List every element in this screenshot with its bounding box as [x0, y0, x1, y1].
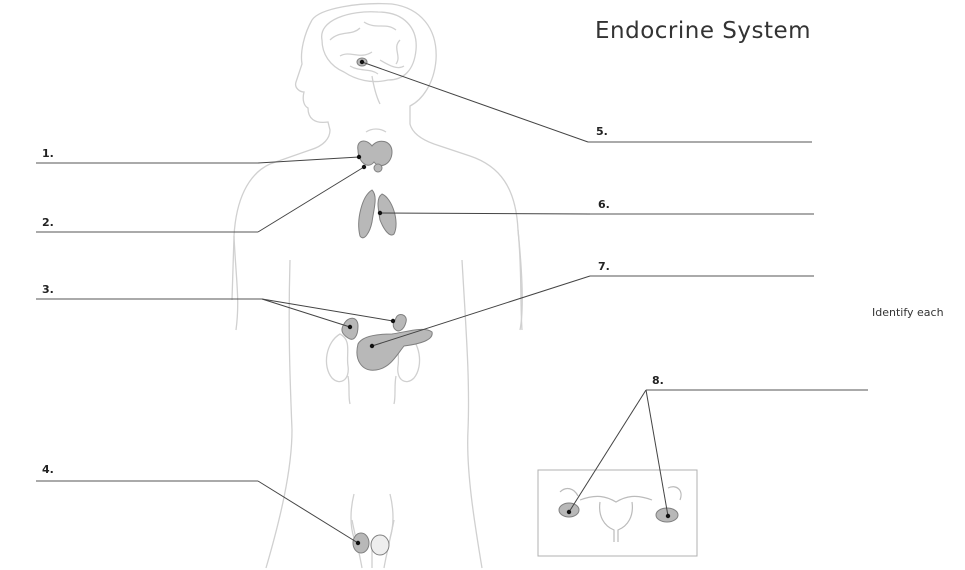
diagram-title: Endocrine System — [595, 18, 812, 44]
label-number-2: 2. — [42, 216, 54, 229]
larynx — [365, 128, 387, 133]
leader-5 — [361, 61, 589, 143]
answer-lines — [36, 141, 868, 482]
leader-2 — [257, 166, 365, 233]
left-arm-inner — [233, 235, 239, 331]
right-arm-inner — [517, 229, 523, 331]
label-number-4: 4. — [42, 463, 54, 476]
leader-8a — [568, 389, 647, 513]
leader-lines — [257, 61, 669, 544]
label-number-5: 5. — [596, 125, 608, 138]
body-outline — [231, 2, 523, 569]
dot-8b — [665, 513, 671, 519]
glands — [341, 57, 433, 556]
label-number-8: 8. — [652, 374, 664, 387]
genital-outline — [350, 493, 394, 539]
pointer-dots — [347, 59, 671, 546]
dot-5 — [359, 59, 365, 65]
ovary-inset — [537, 469, 698, 557]
right-adrenal-gland — [392, 314, 407, 332]
fimbriae — [559, 486, 682, 501]
right-testis — [370, 534, 390, 556]
brain-outline — [321, 11, 417, 83]
dot-3b — [390, 318, 396, 324]
leader-3b — [261, 298, 394, 322]
dot-8a — [566, 509, 572, 515]
body-left-contour — [231, 19, 331, 301]
thymus-right-lobe — [377, 193, 397, 236]
ureters — [347, 375, 397, 405]
pancreas — [356, 328, 433, 371]
leader-3a — [261, 298, 351, 328]
leader-8b — [645, 389, 669, 517]
leader-1 — [257, 156, 360, 164]
brain-folds — [329, 21, 405, 75]
dot-4 — [355, 540, 361, 546]
uterus-outline — [599, 501, 633, 542]
dot-2 — [361, 164, 367, 170]
left-testis — [352, 532, 370, 554]
label-number-6: 6. — [598, 198, 610, 211]
dot-7 — [369, 343, 375, 349]
leader-7 — [371, 275, 591, 347]
right-hip-contour — [461, 259, 483, 569]
leader-4 — [257, 480, 359, 544]
leader-6 — [379, 212, 591, 215]
instruction-text: Identify each — [872, 306, 944, 319]
body-right-contour — [311, 2, 523, 331]
parathyroid-gland — [373, 163, 383, 173]
dot-1 — [356, 154, 362, 160]
thymus-left-lobe — [358, 189, 376, 239]
label-number-3: 3. — [42, 283, 54, 296]
dot-6 — [377, 210, 383, 216]
left-hip-contour — [265, 259, 293, 569]
label-number-1: 1. — [42, 147, 54, 160]
fallopian-tubes — [579, 495, 653, 503]
dot-3a — [347, 324, 353, 330]
left-kidney — [325, 333, 349, 383]
label-number-7: 7. — [598, 260, 610, 273]
thyroid-gland — [357, 140, 393, 167]
inset-frame — [537, 469, 698, 557]
brain-stem — [371, 75, 381, 105]
